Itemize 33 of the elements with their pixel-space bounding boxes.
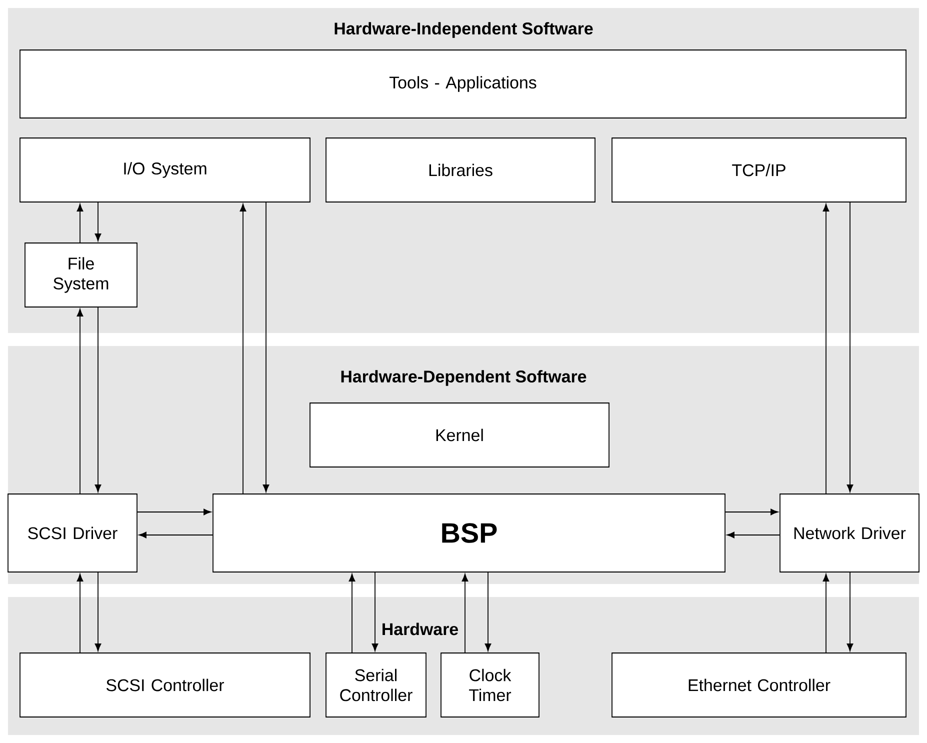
arrow — [822, 204, 830, 494]
arrow — [372, 572, 378, 652]
arrow — [94, 202, 102, 242]
arrow — [138, 532, 213, 538]
arrow — [76, 308, 84, 494]
bsp-box: BSP — [212, 494, 726, 572]
arrow — [725, 508, 778, 516]
arrow — [484, 572, 492, 652]
arrow — [76, 204, 84, 243]
component-box: Libraries — [326, 138, 596, 202]
arrow — [137, 508, 212, 516]
component-box: Ethernet Controller — [612, 652, 906, 718]
component-box: Network Driver — [780, 494, 920, 572]
component-box: I/O System — [20, 138, 310, 202]
arrow — [846, 572, 854, 652]
component-box: SCSI Controller — [20, 652, 310, 718]
component-box: Clock Timer — [440, 652, 540, 718]
arrow — [348, 574, 356, 653]
component-box: TCP/IP — [612, 138, 906, 202]
arrow — [822, 574, 830, 653]
arrow — [846, 202, 854, 492]
component-box: SCSI Driver — [8, 494, 138, 572]
component-box: File System — [24, 242, 138, 308]
arrow — [94, 572, 102, 652]
component-box: Kernel — [310, 402, 610, 468]
arrow — [726, 532, 780, 538]
arrow — [240, 204, 246, 494]
arrow — [94, 307, 102, 492]
component-box: Tools - Applications — [20, 50, 906, 118]
arrow — [76, 574, 84, 653]
arrow — [262, 202, 270, 492]
arrow — [462, 574, 468, 653]
component-box: Serial Controller — [326, 652, 426, 718]
